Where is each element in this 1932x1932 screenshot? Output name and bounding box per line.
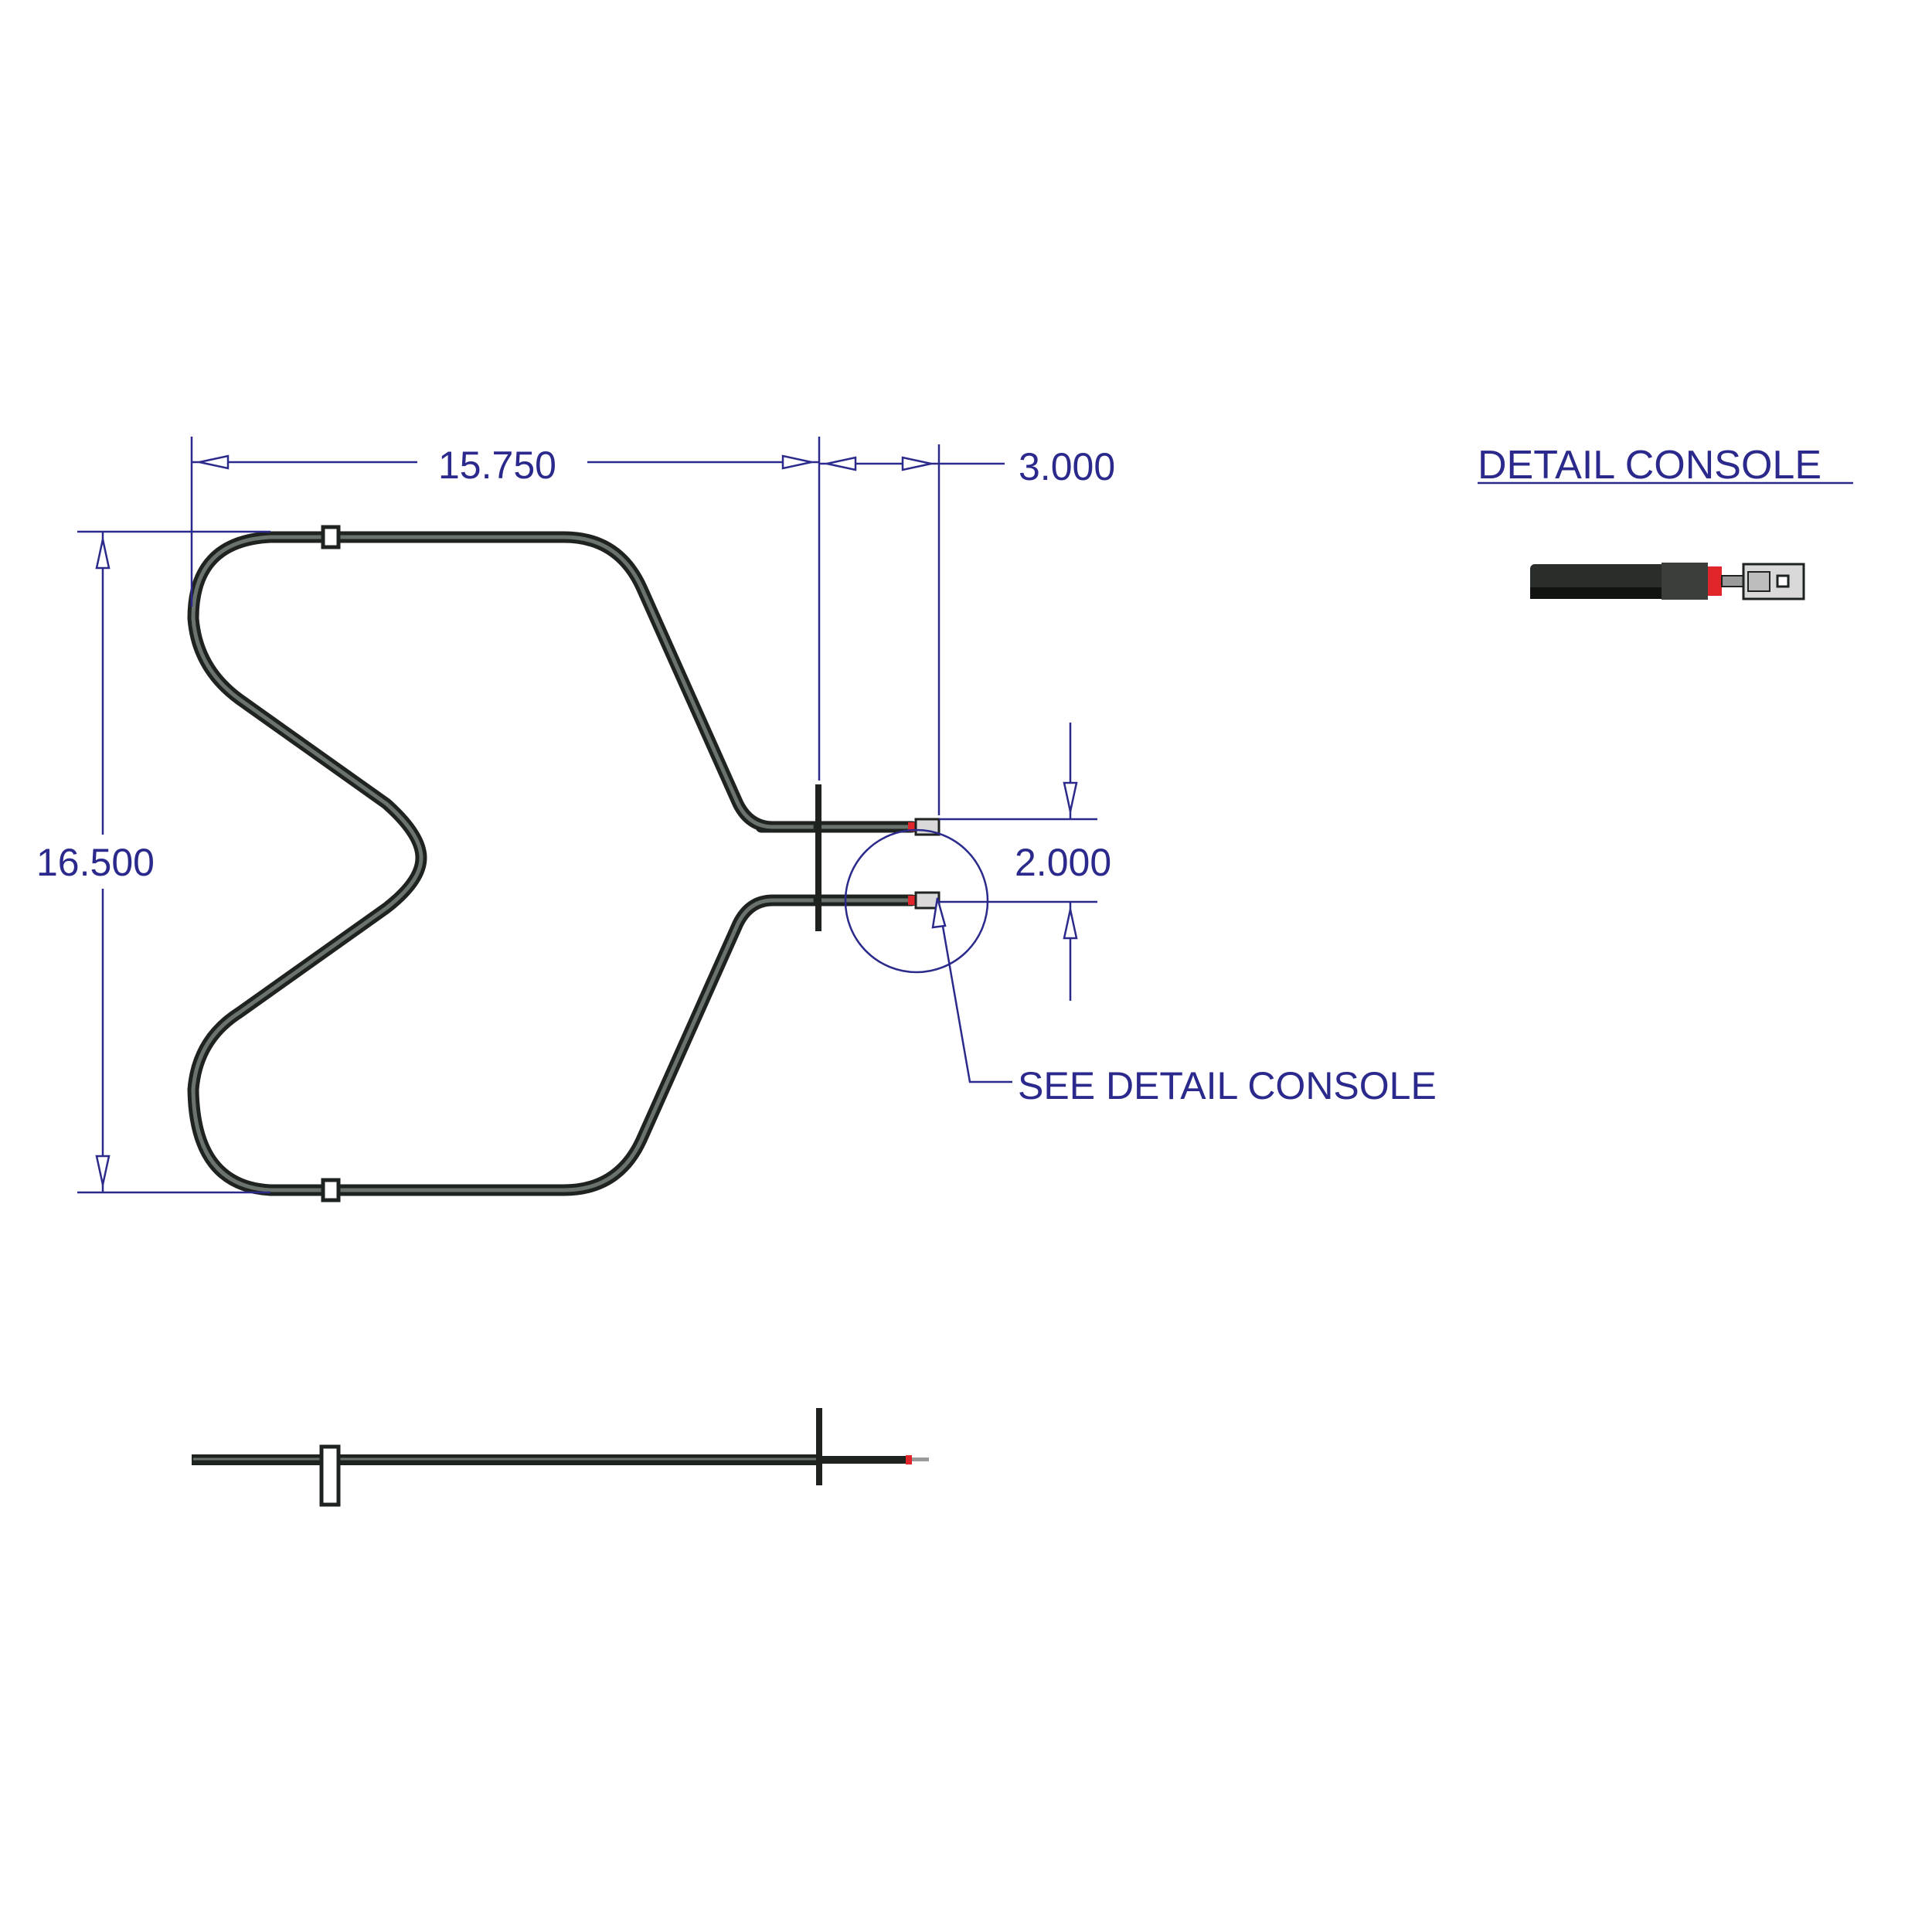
side-view-bracket [319,1444,341,1507]
arrow-offset-right [901,456,932,471]
see-detail-label: SEE DETAIL CONSOLE [1018,1064,1437,1107]
detail-circle [844,828,989,974]
leader-arrow [931,897,947,929]
side-view-leg [822,1456,909,1464]
detail-terminal-hole [1776,574,1790,588]
dim-width-offset-label: 3.000 [1019,445,1115,488]
insulator-lower [908,896,916,905]
arrow-offset-left [826,456,857,471]
side-view-terminal [912,1458,929,1461]
dimensions: 15.750 3.000 16.500 2.000 [36,437,1115,1194]
arrow-spacing-bottom [1063,909,1078,940]
element-top-view [187,525,940,1202]
detail-console: DETAIL CONSOLE [1478,443,1853,600]
insulator-upper [908,822,916,832]
arrow-width-right [781,454,812,470]
dim-height-label: 16.500 [36,841,155,884]
arrow-height-bottom [95,1155,111,1185]
detail-terminal-inner [1747,571,1770,592]
arrow-spacing-top [1063,781,1078,812]
detail-insulator [1708,566,1722,596]
leader-line [937,903,1012,1083]
side-view-plate [816,1408,822,1485]
detail-stem [1721,575,1746,587]
detail-title: DETAIL CONSOLE [1478,443,1821,488]
arrow-width-left [199,454,230,470]
side-view-insulator [906,1455,912,1464]
detail-collar [1662,563,1708,600]
support-clip-bottom [321,1178,341,1202]
dim-spacing-label: 2.000 [1015,841,1111,884]
mounting-plate [815,784,821,931]
arrow-height-top [95,539,111,570]
element-loop-highlight [191,535,821,1192]
detail-callout: SEE DETAIL CONSOLE [844,828,1437,1107]
dim-width-main-label: 15.750 [438,444,556,487]
element-loop [187,531,825,1196]
element-side-view [192,1408,929,1507]
support-clip-top [321,525,341,549]
